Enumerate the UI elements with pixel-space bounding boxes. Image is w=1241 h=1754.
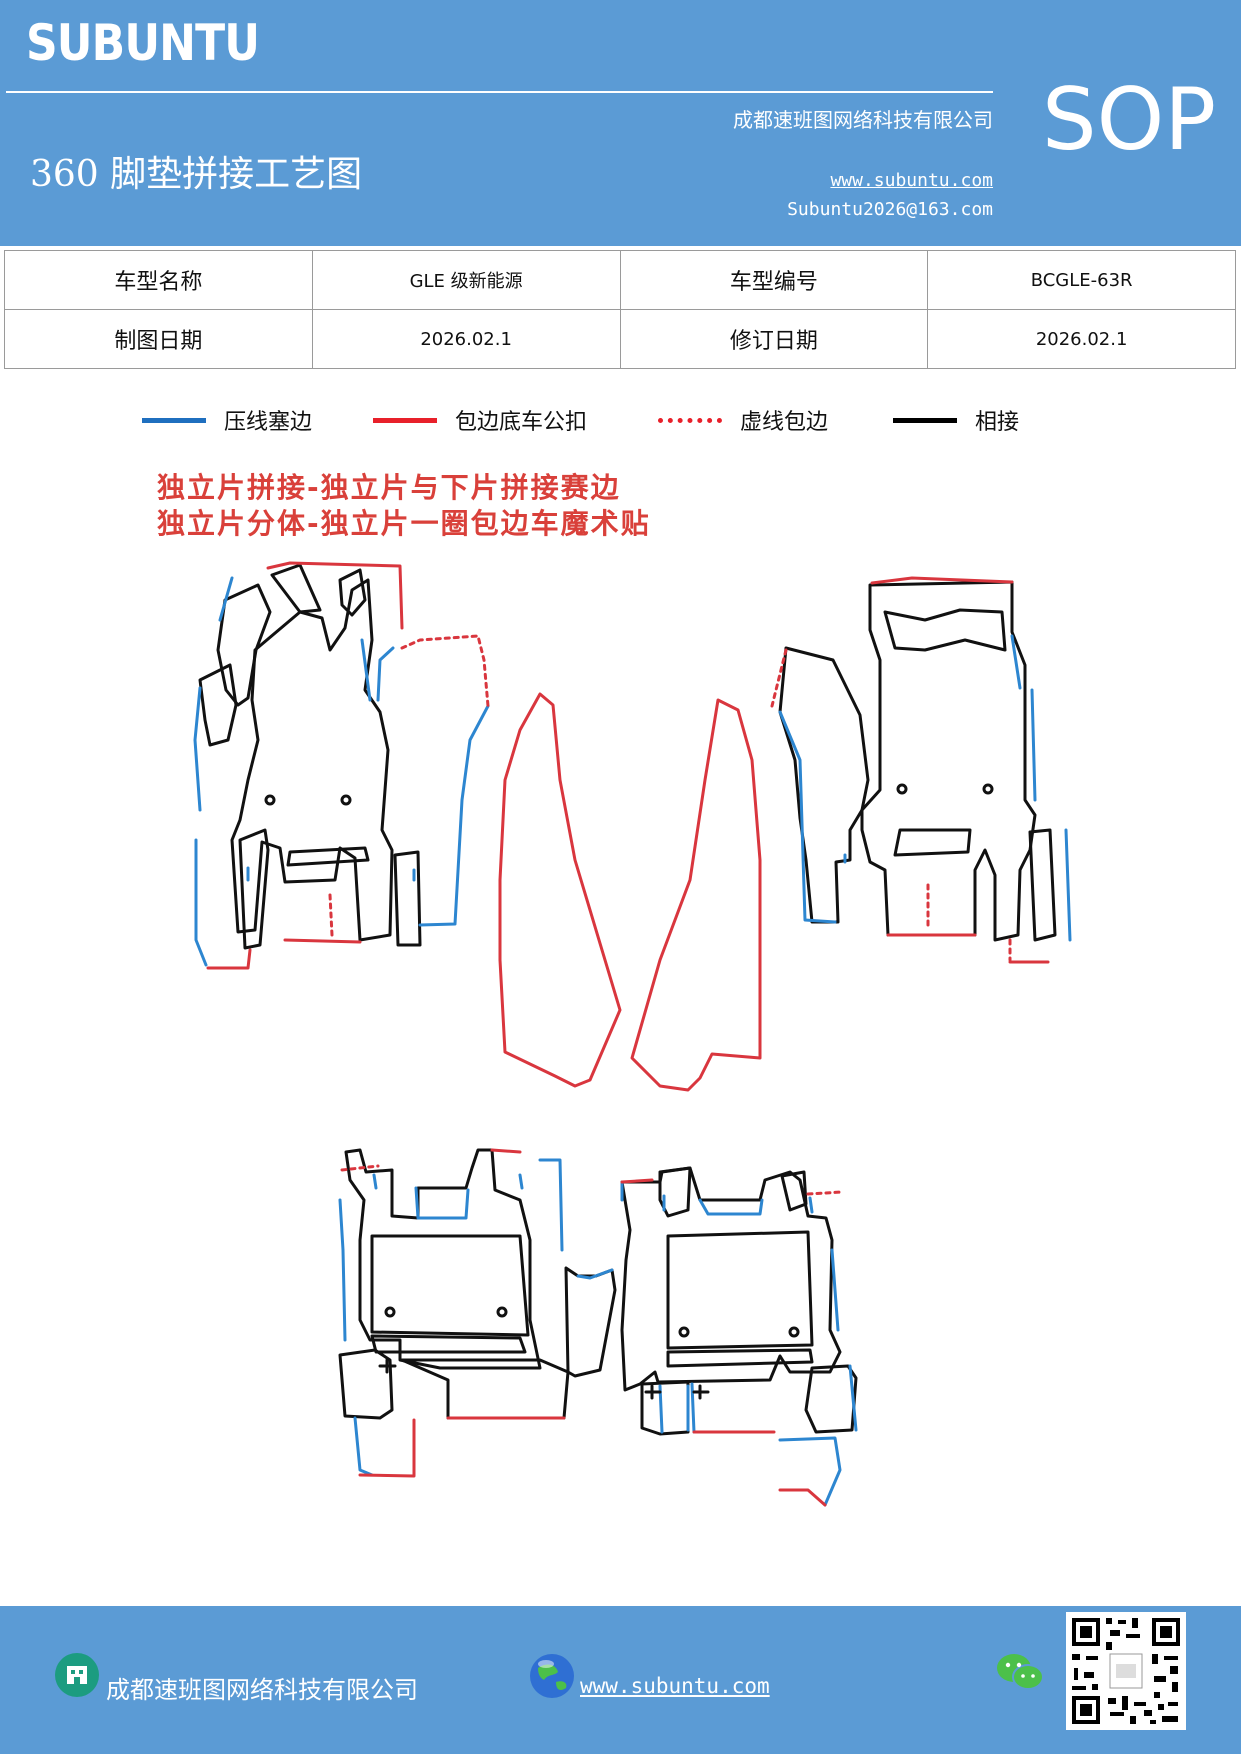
legend-label: 虚线包边: [740, 410, 829, 435]
header-company: 成都速班图网络科技有限公司: [733, 108, 993, 132]
rear-left-mat: [338, 1148, 617, 1478]
legend-label: 压线塞边: [224, 410, 313, 435]
legend-swatch-blue: [142, 417, 206, 423]
header-divider: [6, 91, 993, 93]
front-left-mat: [193, 561, 490, 970]
note-line-2: 独立片分体-独立片一圈包边车魔术贴: [157, 507, 651, 540]
brand-logo: SUBUNTU: [26, 14, 260, 72]
legend-item-edge-binding: 包边底车公扣: [373, 400, 587, 440]
front-right-mat: [770, 576, 1072, 964]
wechat-icon: [997, 1654, 1044, 1690]
rear-right-mat: [378, 1166, 858, 1507]
footer-website-link[interactable]: www.subuntu.com: [580, 1674, 770, 1698]
legend-label: 包边底车公扣: [455, 410, 588, 435]
revision-date-value: 2026.02.1: [927, 309, 1236, 369]
qr-code[interactable]: [1066, 1612, 1186, 1730]
vehicle-code-label: 车型编号: [619, 250, 929, 310]
header-banner: [0, 0, 1241, 246]
legend-swatch-red-dotted: [658, 417, 722, 423]
drawing-date-label: 制图日期: [4, 309, 313, 369]
vehicle-name-value: GLE 级新能源: [311, 250, 621, 310]
header-email: Subuntu2026@163.com: [787, 199, 993, 220]
footer-company: 成都速班图网络科技有限公司: [106, 1676, 418, 1704]
vehicle-code-value: BCGLE-63R: [927, 250, 1236, 310]
legend-item-press-line: 压线塞边: [142, 400, 312, 440]
page-title: 360 脚垫拼接工艺图: [30, 154, 363, 195]
legend-label: 相接: [975, 410, 1020, 435]
note-line-1: 独立片拼接-独立片与下片拼接赛边: [157, 471, 621, 504]
sop-badge: SOP: [1042, 70, 1217, 170]
revision-date-label: 修订日期: [619, 309, 929, 369]
tunnel-pieces: [498, 692, 762, 1092]
building-icon: [55, 1653, 99, 1697]
vehicle-name-label: 车型名称: [4, 250, 313, 310]
header-website-link[interactable]: www.subuntu.com: [830, 170, 993, 191]
legend-swatch-red: [373, 417, 437, 423]
globe-icon: [530, 1654, 574, 1698]
legend-item-joint: 相接: [893, 400, 1019, 440]
process-notes: 独立片拼接-独立片与下片拼接赛边 独立片分体-独立片一圈包边车魔术贴: [157, 470, 651, 542]
table-row: 车型名称 GLE 级新能源 车型编号 BCGLE-63R: [4, 250, 1236, 310]
drawing-date-value: 2026.02.1: [311, 309, 621, 369]
legend-item-dashed-binding: 虚线包边: [658, 400, 828, 440]
vehicle-info-table: 车型名称 GLE 级新能源 车型编号 BCGLE-63R 制图日期 2026.0…: [4, 250, 1236, 369]
table-row: 制图日期 2026.02.1 修订日期 2026.02.1: [4, 309, 1236, 369]
legend-swatch-black: [893, 417, 957, 423]
